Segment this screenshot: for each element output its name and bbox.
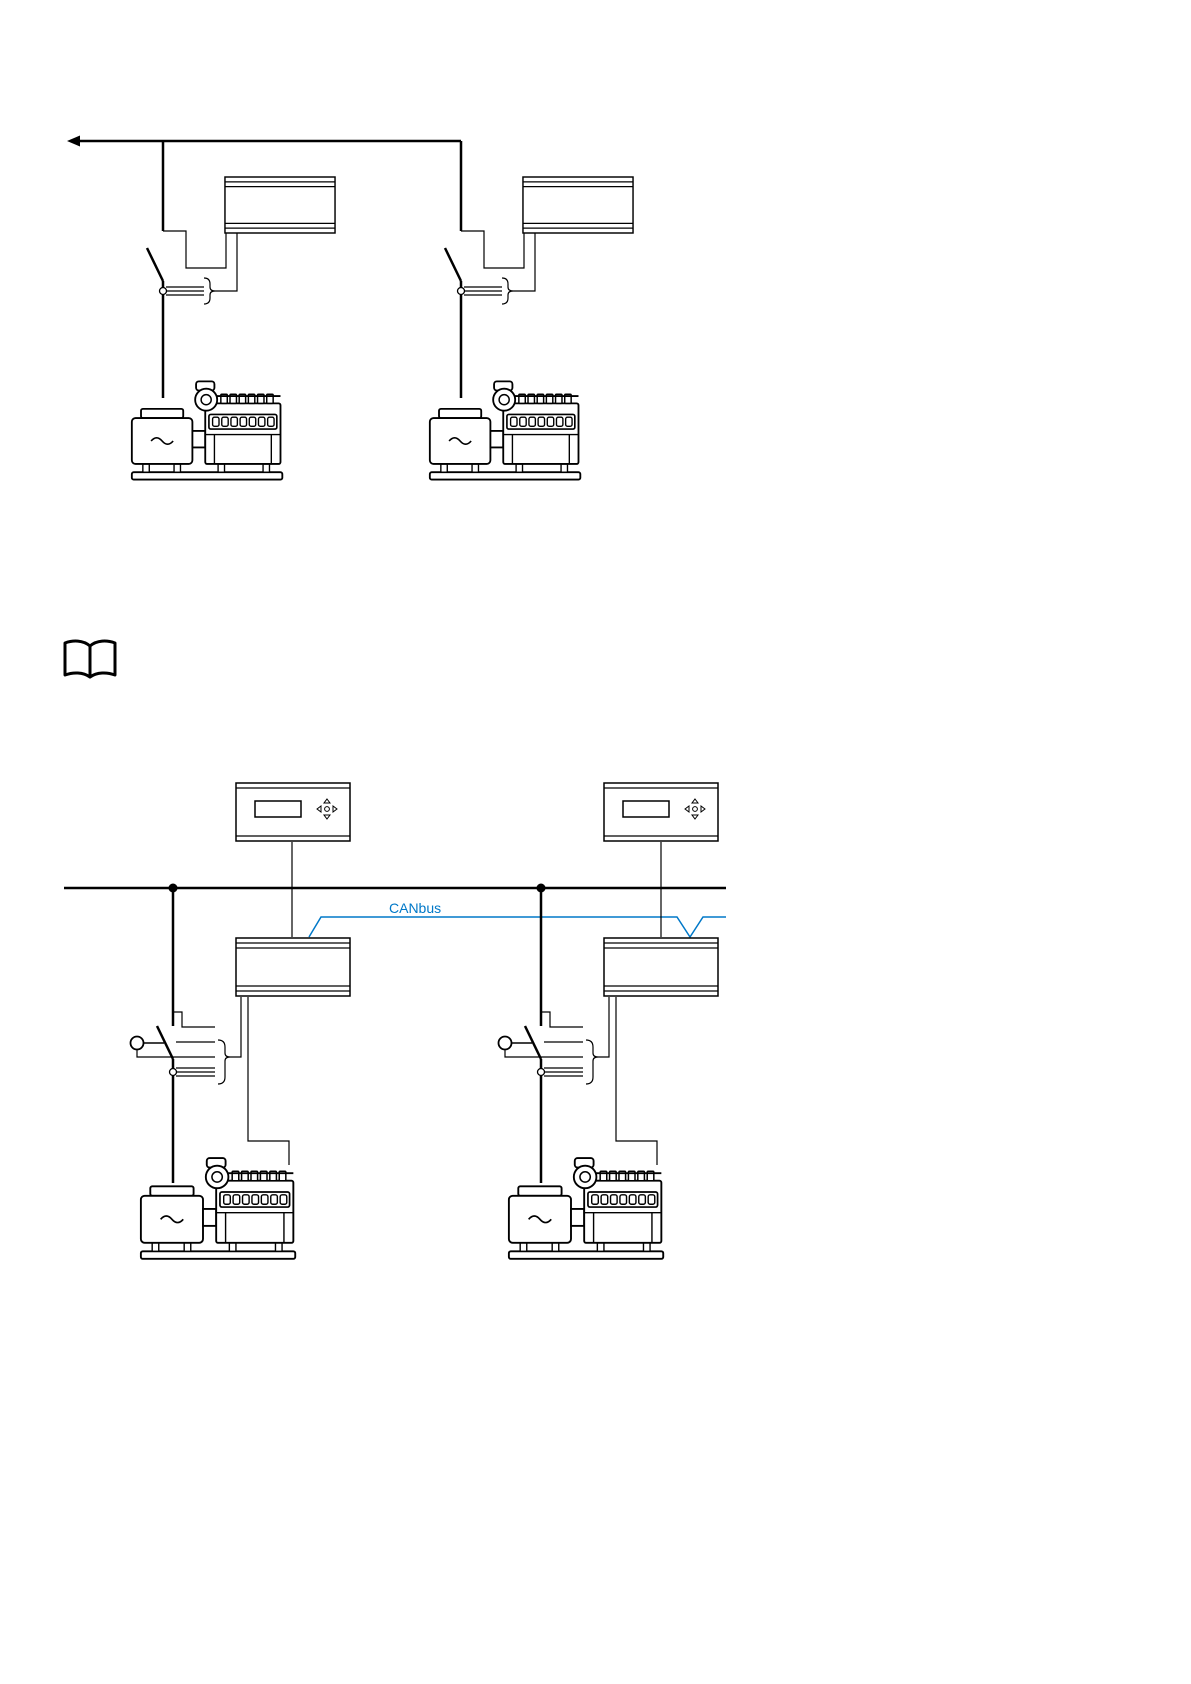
measurement-point-icon: [538, 1069, 545, 1076]
book-icon: [65, 641, 115, 677]
generator-set-icon: [430, 381, 580, 479]
brace-icon: [502, 278, 513, 304]
controller-module-icon: [604, 938, 718, 996]
canbus-line: CANbus: [309, 900, 726, 937]
brace-icon: [586, 1040, 598, 1084]
bottom-genset-1: [131, 783, 351, 1259]
top-busbar: [67, 136, 461, 147]
bottom-diagram: CANbus: [64, 783, 726, 1259]
brace-icon: [204, 278, 215, 304]
breaker-coil-icon: [499, 1037, 512, 1050]
controller-module-icon: [225, 177, 335, 233]
controller-module-icon: [523, 177, 633, 233]
breaker-icon: [445, 248, 461, 281]
breaker-icon: [147, 248, 163, 281]
top-genset-2: [430, 141, 633, 480]
canbus-label: CANbus: [389, 900, 441, 916]
bottom-busbar: [64, 884, 726, 893]
generator-set-icon: [141, 1158, 295, 1259]
breaker-coil-icon: [131, 1037, 144, 1050]
controller-module-icon: [236, 938, 350, 996]
measurement-point-icon: [458, 288, 465, 295]
top-diagram: [67, 136, 633, 480]
measurement-point-icon: [170, 1069, 177, 1076]
measurement-point-icon: [160, 288, 167, 295]
display-unit-icon: [236, 783, 350, 841]
generator-set-icon: [509, 1158, 663, 1259]
top-genset-1: [132, 141, 335, 480]
busbar-arrow-icon: [67, 136, 80, 147]
display-unit-icon: [604, 783, 718, 841]
brace-icon: [218, 1040, 230, 1084]
generator-set-icon: [132, 381, 282, 479]
bottom-genset-2: [499, 783, 719, 1259]
